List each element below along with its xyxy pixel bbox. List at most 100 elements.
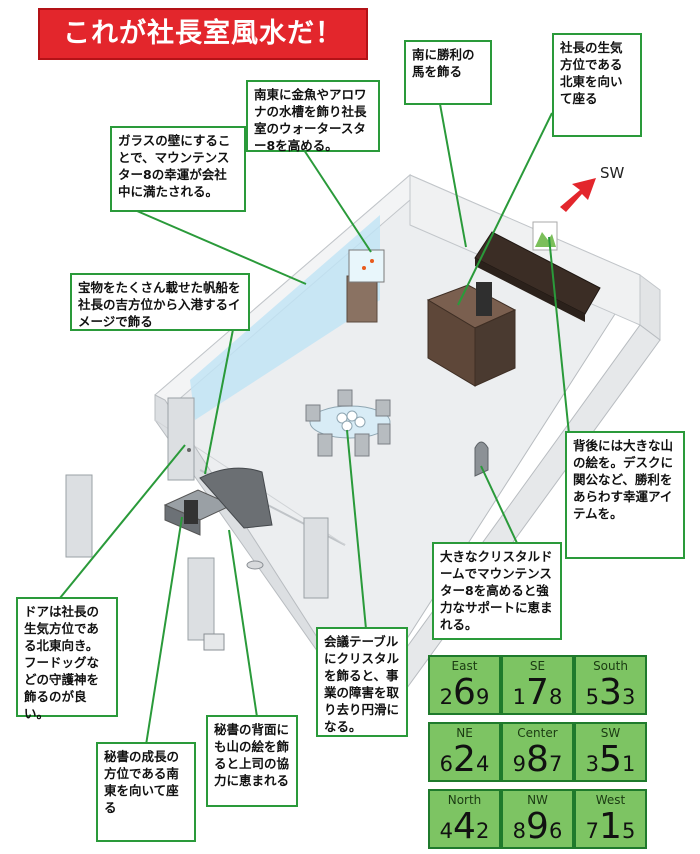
mountain-star-number: 7 bbox=[585, 819, 600, 843]
period-star-number: 8 bbox=[526, 739, 549, 780]
callout-ship: 宝物をたくさん載せた帆船を社長の吉方位から入港するイメージで飾る bbox=[70, 273, 250, 331]
period-star-number: 4 bbox=[453, 806, 476, 847]
sw-direction-label: SW bbox=[600, 164, 625, 182]
mountain-star-number: 8 bbox=[512, 819, 527, 843]
mountain-star-number: 6 bbox=[439, 752, 454, 776]
table-crystals bbox=[354, 416, 366, 428]
leader-line bbox=[145, 516, 183, 746]
cell-star-numbers: 987 bbox=[503, 740, 572, 780]
water-star-number: 9 bbox=[475, 685, 490, 709]
callout-horse: 南に勝利の馬を飾る bbox=[404, 40, 492, 105]
callout-glass-wall: ガラスの壁にすることで、マウンテンスター8の幸運が会社中に満たされる。 bbox=[110, 126, 246, 212]
leader-line bbox=[228, 529, 258, 718]
callout-ceo-seat: 社長の生気方位である北東を向いて座る bbox=[552, 33, 642, 137]
mountain-star-number: 4 bbox=[439, 819, 454, 843]
table-crystals bbox=[341, 420, 353, 432]
leader-line bbox=[346, 429, 367, 630]
period-star-number: 6 bbox=[453, 672, 476, 713]
leader-line bbox=[439, 103, 467, 248]
period-star-number: 1 bbox=[599, 806, 622, 847]
callout-secretary-seat: 秘書の成長の方位である南東を向いて座る bbox=[96, 742, 196, 842]
period-star-number: 7 bbox=[526, 672, 549, 713]
cell-star-numbers: 624 bbox=[430, 740, 499, 780]
leader-line bbox=[59, 444, 186, 599]
water-star-number: 8 bbox=[548, 685, 563, 709]
meeting-chair bbox=[377, 423, 391, 445]
callout-secretary-back: 秘書の背面にも山の絵を飾ると上司の協力に恵まれる bbox=[206, 715, 298, 807]
period-star-number: 9 bbox=[526, 806, 549, 847]
cell-star-numbers: 533 bbox=[576, 673, 645, 713]
mountain-star-number: 3 bbox=[585, 752, 600, 776]
cell-direction-name: West bbox=[595, 793, 626, 807]
cell-direction-name: South bbox=[593, 659, 628, 673]
leader-line bbox=[457, 112, 553, 306]
callout-meeting-table: 会議テーブルにクリスタルを飾ると、事業の障害を取り去り円滑になる。 bbox=[316, 627, 408, 737]
sw-direction-arrow bbox=[560, 178, 596, 212]
goldfish bbox=[362, 266, 366, 270]
leader-line bbox=[548, 236, 570, 435]
water-star-number: 6 bbox=[548, 819, 563, 843]
cell-direction-name: NE bbox=[456, 726, 473, 740]
table-crystals bbox=[346, 410, 358, 422]
leader-line bbox=[136, 210, 307, 285]
leader-line bbox=[204, 313, 237, 475]
callout-crystal-dome: 大きなクリスタルドームでマウンテンスター8を高めると強力なサポートに恵まれる。 bbox=[432, 542, 562, 640]
meeting-chair bbox=[337, 389, 353, 407]
leader-line bbox=[303, 149, 372, 253]
side-door-1 bbox=[65, 474, 93, 558]
cell-direction-name: North bbox=[447, 793, 482, 807]
ceo-chair bbox=[476, 282, 492, 316]
dog-statue bbox=[246, 560, 264, 570]
water-star-number: 2 bbox=[475, 819, 490, 843]
callout-mountain-back: 背後には大きな山の絵を。デスクに関公など、勝利をあらわす幸運アイテムを。 bbox=[565, 431, 685, 559]
meeting-chair bbox=[375, 399, 391, 417]
goldfish bbox=[370, 259, 374, 263]
cell-star-numbers: 715 bbox=[576, 807, 645, 847]
side-door-2 bbox=[187, 557, 215, 641]
cell-direction-name: SW bbox=[600, 726, 621, 740]
water-star-number: 7 bbox=[548, 752, 563, 776]
cell-direction-name: NW bbox=[527, 793, 548, 807]
entrance-door bbox=[167, 397, 195, 481]
meeting-chair bbox=[354, 433, 370, 457]
period-star-number: 3 bbox=[599, 672, 622, 713]
back-credenza-front bbox=[475, 258, 585, 322]
mountain-painting-art bbox=[535, 232, 556, 247]
water-star-number: 3 bbox=[621, 685, 636, 709]
period-star-number: 2 bbox=[453, 739, 476, 780]
callout-door: ドアは社長の生気方位である北東向き。フードッグなどの守護神を飾るのが良い。 bbox=[16, 597, 118, 721]
mountain-star-number: 9 bbox=[512, 752, 527, 776]
mountain-star-number: 2 bbox=[439, 685, 454, 709]
cell-direction-name: East bbox=[451, 659, 478, 673]
page-title: これが社長室風水だ！ bbox=[38, 8, 368, 60]
meeting-chair bbox=[317, 433, 333, 457]
ceo-desk-side bbox=[474, 309, 516, 387]
secretary-partition bbox=[199, 467, 273, 529]
cell-direction-name: SE bbox=[529, 659, 546, 673]
callout-aquarium: 南東に金魚やアロワナの水槽を飾り社長室のウォータースター8を高める。 bbox=[246, 80, 380, 153]
cell-star-numbers: 442 bbox=[430, 807, 499, 847]
cell-star-numbers: 896 bbox=[503, 807, 572, 847]
entrance-door-knob bbox=[187, 448, 191, 452]
glass-wall bbox=[190, 215, 380, 420]
meeting-chair bbox=[305, 404, 321, 422]
cell-star-numbers: 178 bbox=[503, 673, 572, 713]
mountain-star-number: 1 bbox=[512, 685, 527, 709]
cell-star-numbers: 269 bbox=[430, 673, 499, 713]
water-star-number: 4 bbox=[475, 752, 490, 776]
printer bbox=[203, 633, 225, 651]
aquarium-base bbox=[346, 275, 378, 323]
mountain-star-number: 5 bbox=[585, 685, 600, 709]
secretary-chair bbox=[184, 500, 198, 524]
cell-direction-name: Center bbox=[517, 726, 558, 740]
cell-star-numbers: 351 bbox=[576, 740, 645, 780]
water-star-number: 5 bbox=[621, 819, 636, 843]
